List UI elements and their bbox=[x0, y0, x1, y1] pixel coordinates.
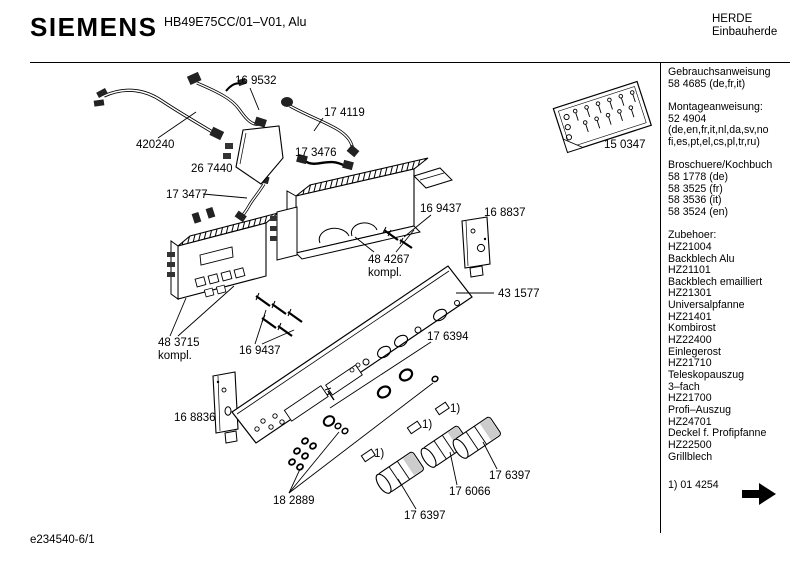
part-number-label: 43 1577 bbox=[498, 288, 540, 300]
siemens-logo: SIEMENS bbox=[30, 12, 158, 42]
part-number-label: 17 6397 bbox=[404, 510, 446, 522]
cable-173477 bbox=[234, 174, 270, 223]
clips-169437-upper bbox=[382, 226, 413, 249]
sidebar-line: Grillblech bbox=[668, 450, 713, 463]
exploded-parts-diagram: 16 9532 420240 17 4119 26 7440 17 3476 17 347… bbox=[93, 71, 653, 522]
part-number-label: 17 6397 bbox=[489, 470, 531, 482]
bracket-168836 bbox=[212, 371, 239, 444]
sidebar-line: Backblech Alu bbox=[668, 252, 735, 265]
sidebar-line: HZ22400 bbox=[668, 334, 712, 347]
document-number: e234540-6/1 bbox=[30, 534, 95, 546]
part-number-label: 26 7440 bbox=[191, 163, 233, 175]
header-divider bbox=[30, 62, 790, 63]
sidebar-line: fi,es,pt,el,cs,pl,tr,ru) bbox=[668, 135, 760, 148]
sidebar-line: Deckel f. Profipfanne bbox=[668, 427, 767, 440]
sidebar-line: HZ24701 bbox=[668, 415, 712, 428]
next-page-arrow-icon bbox=[742, 483, 776, 505]
sidebar-line: HZ21401 bbox=[668, 310, 712, 323]
part-number-label: 1) bbox=[450, 403, 460, 415]
sidebar-line: Teleskopauszug bbox=[668, 369, 744, 382]
part-labels-layer: 16 9532 420240 17 4119 26 7440 17 3476 17 347… bbox=[136, 75, 646, 522]
sidebar-line: Montageanweisung: bbox=[668, 100, 763, 113]
part-number-label: 16 9437 bbox=[420, 203, 462, 215]
part-number-label: kompl. bbox=[368, 267, 402, 279]
cable-174119 bbox=[281, 97, 360, 158]
sidebar-line: 52 4904 bbox=[668, 112, 707, 125]
part-number-label: 48 3715 bbox=[158, 337, 200, 349]
sidebar-line: Zubehoer: bbox=[668, 229, 717, 242]
part-number-label: 17 3476 bbox=[295, 147, 337, 159]
sidebar-line: 58 3525 (fr) bbox=[668, 182, 723, 195]
sidebar-line: 58 3536 (it) bbox=[668, 194, 722, 207]
sidebar-line: Gebrauchsanweisung bbox=[668, 66, 771, 78]
spacer-chips bbox=[360, 401, 450, 463]
bracket-168837 bbox=[461, 216, 491, 278]
knob-176397-left bbox=[375, 451, 424, 494]
product-line: HERDE bbox=[712, 13, 753, 25]
part-number-label: 15 0347 bbox=[604, 139, 646, 151]
sidebar-line: 3–fach bbox=[668, 380, 700, 393]
buttons-182889 bbox=[288, 437, 317, 471]
sidebar-line: Profi–Auszug bbox=[668, 404, 732, 417]
sidebar-line: HZ22500 bbox=[668, 439, 712, 451]
part-number-label: 16 9532 bbox=[235, 75, 277, 87]
sidebar-line: 58 3524 (en) bbox=[668, 205, 729, 218]
sidebar-line: HZ21700 bbox=[668, 392, 712, 405]
part-number-label: 1) bbox=[422, 419, 432, 431]
module-483715 bbox=[167, 207, 279, 300]
part-number-label: 48 4267 bbox=[368, 254, 410, 266]
product-category: HERDE Einbauherde bbox=[712, 13, 777, 39]
sidebar-line: Kombirost bbox=[668, 322, 716, 335]
screw-bag-150347 bbox=[552, 80, 653, 154]
sidebar-line: Broschuere/Kochbuch bbox=[668, 159, 773, 172]
cable-173476 bbox=[296, 153, 354, 171]
sidebar-line: HZ21004 bbox=[668, 240, 712, 253]
footnote-part-number: 1) 01 4254 bbox=[668, 479, 719, 491]
sidebar-line: HZ21710 bbox=[668, 357, 712, 370]
control-panel-431577 bbox=[231, 265, 473, 444]
sidebar-line: Backblech emailliert bbox=[668, 275, 763, 288]
part-number-label: kompl. bbox=[158, 350, 192, 362]
part-number-label: 17 3477 bbox=[166, 189, 208, 201]
rings-176394 bbox=[322, 368, 439, 435]
sidebar-line: HZ21101 bbox=[668, 264, 711, 277]
sidebar-line: 58 4685 (de,fr,it) bbox=[668, 77, 746, 90]
part-number-label: 18 2889 bbox=[273, 495, 315, 507]
part-number-label: 1) bbox=[374, 448, 384, 460]
part-number-label: 420240 bbox=[136, 139, 174, 151]
sidebar-line: HZ21301 bbox=[668, 287, 712, 300]
panel-267440 bbox=[223, 125, 284, 185]
leader-lines bbox=[157, 87, 498, 510]
part-number-label: 16 8837 bbox=[484, 207, 526, 219]
part-number-label: 16 8836 bbox=[174, 412, 216, 424]
product-subline: Einbauherde bbox=[712, 26, 778, 38]
part-number-label: 17 6066 bbox=[449, 486, 491, 498]
sidebar-line: Universalpfanne bbox=[668, 299, 745, 312]
sidebar-line: 58 1778 (de) bbox=[668, 170, 729, 183]
model-number: HB49E75CC/01–V01, Alu bbox=[164, 15, 307, 29]
part-number-label: 16 9437 bbox=[239, 345, 281, 357]
knob-176397-right bbox=[452, 416, 501, 459]
part-number-label: 17 6394 bbox=[427, 331, 469, 343]
sidebar-line: (de,en,fr,it,nl,da,sv,no bbox=[668, 124, 769, 137]
clips-169437-lower bbox=[255, 292, 303, 337]
part-number-label: 17 4119 bbox=[324, 107, 365, 119]
cable-169532 bbox=[186, 71, 267, 128]
sidebar-divider bbox=[660, 62, 661, 533]
sidebar-line: Einlegerost bbox=[668, 345, 721, 358]
cable-420240 bbox=[93, 88, 225, 141]
